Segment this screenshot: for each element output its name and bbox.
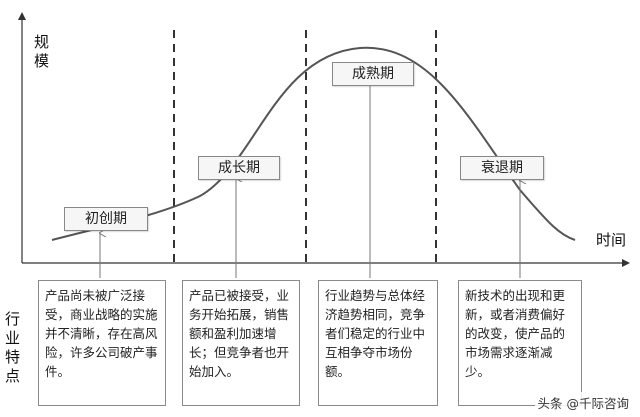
stage-maturity-description: 行业趋势与总体经济趋势相同，竞争者们稳定的行业中互相争夺市场份额。 bbox=[318, 280, 438, 406]
stage-decline-label: 衰退期 bbox=[460, 156, 544, 180]
stage-growth-description: 产品已被接受，业务开始拓展，销售额和盈利加速增长；但竞争者也开始加入。 bbox=[182, 280, 300, 406]
stage-startup-description: 产品尚未被广泛接受，商业战略的实施并不清晰，存在高风险，许多公司破产事件。 bbox=[38, 280, 166, 406]
stage-maturity-label: 成熟期 bbox=[332, 62, 414, 86]
y-axis-label: 规模 bbox=[34, 33, 50, 70]
x-axis-label: 时间 bbox=[596, 231, 627, 249]
stage-growth-label: 成长期 bbox=[198, 156, 280, 180]
watermark: 头条 @千际咨询 bbox=[534, 392, 632, 413]
stage-decline-description: 新技术的出现和更新，或者消费偏好的改变，使产品的市场需求逐渐减少。 bbox=[458, 280, 582, 406]
stage-startup-label: 初创期 bbox=[64, 207, 148, 231]
industry-features-label: 行业特点 bbox=[5, 310, 21, 385]
